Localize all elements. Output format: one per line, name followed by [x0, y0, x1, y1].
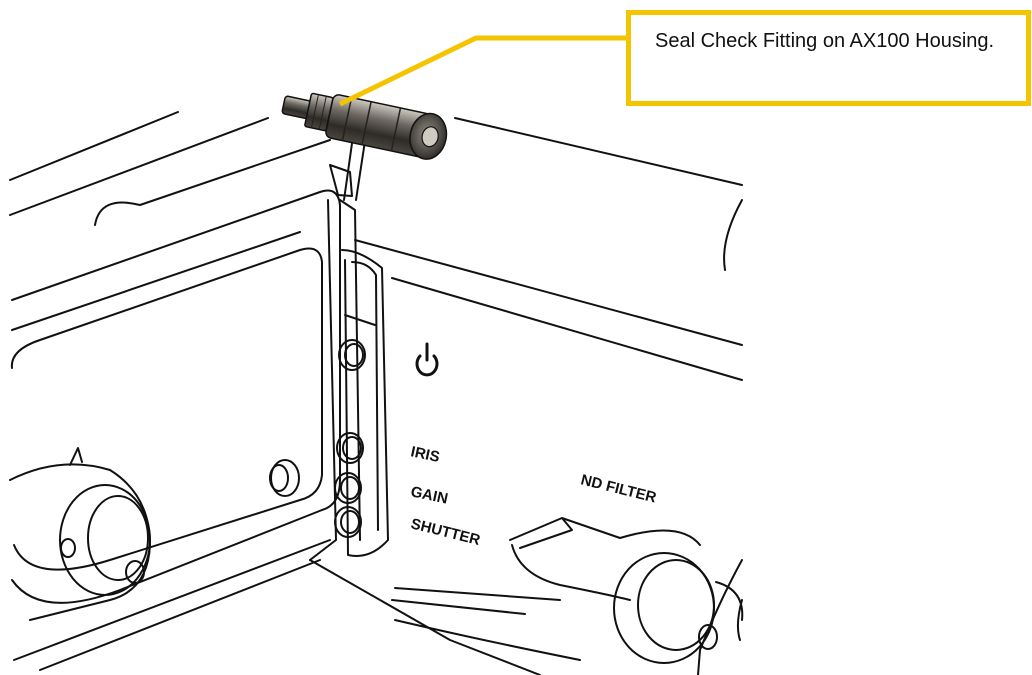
front-panel-line — [354, 239, 743, 346]
button-shutter — [334, 506, 362, 538]
lower-diagonal — [13, 539, 331, 661]
button-power — [338, 339, 366, 371]
lower-sweep — [309, 559, 541, 675]
iris-label: IRIS — [409, 443, 441, 466]
nd-filter-lever — [509, 517, 744, 664]
front-panel-edge — [339, 199, 361, 541]
housing-top-edge — [9, 111, 179, 181]
housing-top-left-face — [9, 117, 269, 216]
gain-label: GAIN — [409, 483, 449, 507]
callout-text: Seal Check Fitting on AX100 Housing. — [655, 30, 995, 52]
fitting-tab — [329, 164, 353, 197]
power-icon — [415, 342, 439, 377]
front-bottom-line — [394, 587, 561, 601]
front-upper-edge — [391, 277, 743, 381]
front-bottom-line-2 — [391, 599, 526, 615]
button-iris — [336, 432, 364, 464]
housing-top-ridge — [94, 139, 331, 226]
lower-sweep-2 — [394, 619, 581, 661]
housing-top-back-edge — [454, 117, 743, 186]
right-lower-curve — [697, 559, 743, 675]
button-strip — [341, 249, 389, 557]
housing-right-curve — [723, 199, 743, 271]
nd-filter-label: ND FILTER — [579, 471, 658, 506]
callout-leader-line — [338, 35, 626, 107]
button-strip-slope — [344, 314, 376, 326]
button-strip-inner — [351, 261, 379, 531]
front-panel-edge-left — [309, 199, 337, 561]
side-panel-groove — [11, 231, 301, 331]
callout-box: Seal Check Fitting on AX100 Housing. — [626, 10, 1031, 106]
shutter-label: SHUTTER — [409, 515, 482, 549]
seal-check-fitting — [281, 92, 448, 160]
lower-diagonal-2 — [39, 559, 321, 671]
left-knob — [9, 447, 151, 621]
side-panel-inner — [10, 247, 323, 571]
button-gain — [334, 472, 362, 504]
side-peg — [269, 459, 300, 497]
side-panel-outer — [11, 189, 341, 604]
